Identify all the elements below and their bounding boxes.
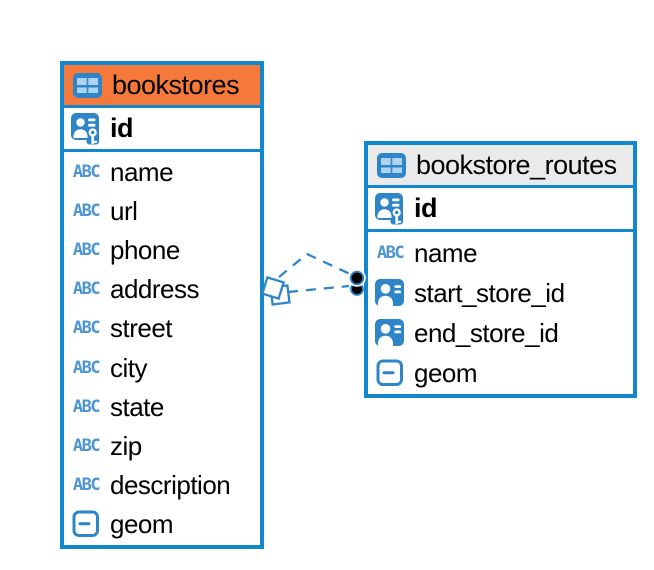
- column-row-phone[interactable]: ABC phone: [64, 231, 260, 270]
- foreign-key-relationship[interactable]: [260, 252, 366, 306]
- column-row-street[interactable]: ABC street: [64, 309, 260, 348]
- text-type-icon: ABC: [70, 320, 102, 337]
- reference-type-icon: [374, 279, 406, 307]
- object-type-icon: [374, 359, 406, 387]
- column-row-start_store_id[interactable]: start_store_id: [368, 273, 633, 313]
- table-title: bookstores: [112, 69, 240, 100]
- text-type-icon-glyph: ABC: [72, 318, 101, 339]
- text-type-icon-glyph: ABC: [72, 435, 101, 456]
- column-name: start_store_id: [414, 277, 565, 308]
- primary-key-row-id[interactable]: id: [64, 108, 260, 152]
- text-type-icon: ABC: [70, 203, 102, 220]
- text-type-icon: ABC: [70, 474, 102, 495]
- relationship-line-upper[interactable]: [278, 252, 351, 278]
- column-row-url[interactable]: ABC url: [64, 192, 260, 231]
- text-type-icon: ABC: [70, 281, 102, 298]
- text-type-icon-glyph: ABC: [376, 242, 405, 263]
- column-name: city: [110, 352, 148, 383]
- primary-key-row-id[interactable]: id: [368, 188, 633, 232]
- column-name: zip: [110, 430, 142, 461]
- text-type-icon: ABC: [70, 435, 102, 456]
- column-name: geom: [414, 357, 478, 388]
- table-header-bookstore_routes[interactable]: bookstore_routes: [368, 145, 633, 188]
- relationship-diamond-marker[interactable]: [260, 275, 291, 306]
- text-type-icon-glyph: ABC: [72, 201, 101, 222]
- text-type-icon: ABC: [70, 242, 102, 259]
- table-icon: [375, 152, 407, 178]
- text-type-icon-glyph: ABC: [72, 162, 101, 183]
- table-title: bookstore_routes: [416, 149, 617, 180]
- column-row-description[interactable]: ABC description: [64, 466, 260, 505]
- column-name: description: [110, 469, 231, 500]
- column-row-name[interactable]: ABC name: [64, 153, 260, 192]
- text-type-icon-glyph: ABC: [72, 279, 101, 300]
- column-name: street: [110, 313, 173, 344]
- column-row-state[interactable]: ABC state: [64, 388, 260, 427]
- column-name: phone: [110, 235, 180, 266]
- text-type-icon-glyph: ABC: [72, 240, 101, 261]
- column-name: id: [110, 113, 134, 143]
- column-row-name[interactable]: ABC name: [368, 233, 633, 273]
- column-name: name: [414, 237, 478, 268]
- text-type-icon: ABC: [374, 242, 406, 263]
- text-type-icon: ABC: [70, 396, 102, 417]
- primary-key-icon: [374, 192, 406, 225]
- text-type-icon-glyph: ABC: [72, 474, 101, 495]
- column-row-address[interactable]: ABC address: [64, 270, 260, 309]
- text-type-icon: ABC: [70, 164, 102, 181]
- column-name: end_store_id: [414, 317, 559, 348]
- text-type-icon-glyph: ABC: [72, 396, 101, 417]
- primary-key-icon: [70, 112, 102, 145]
- column-name: id: [414, 193, 438, 223]
- column-name: state: [110, 391, 164, 422]
- object-type-icon: [70, 510, 102, 538]
- column-row-city[interactable]: ABC city: [64, 348, 260, 387]
- column-name: address: [110, 274, 200, 305]
- relationship-line-lower[interactable]: [287, 284, 350, 294]
- table-header-bookstores[interactable]: bookstores: [64, 65, 260, 108]
- text-type-icon-glyph: ABC: [72, 357, 101, 378]
- reference-type-icon: [374, 319, 406, 347]
- column-row-zip[interactable]: ABC zip: [64, 427, 260, 466]
- column-row-geom[interactable]: geom: [368, 353, 633, 393]
- column-row-end_store_id[interactable]: end_store_id: [368, 313, 633, 353]
- column-name: url: [110, 196, 138, 227]
- column-name: geom: [110, 508, 174, 539]
- column-name: name: [110, 157, 174, 188]
- column-row-geom[interactable]: geom: [64, 505, 260, 544]
- text-type-icon: ABC: [70, 357, 102, 378]
- table-icon: [71, 72, 103, 98]
